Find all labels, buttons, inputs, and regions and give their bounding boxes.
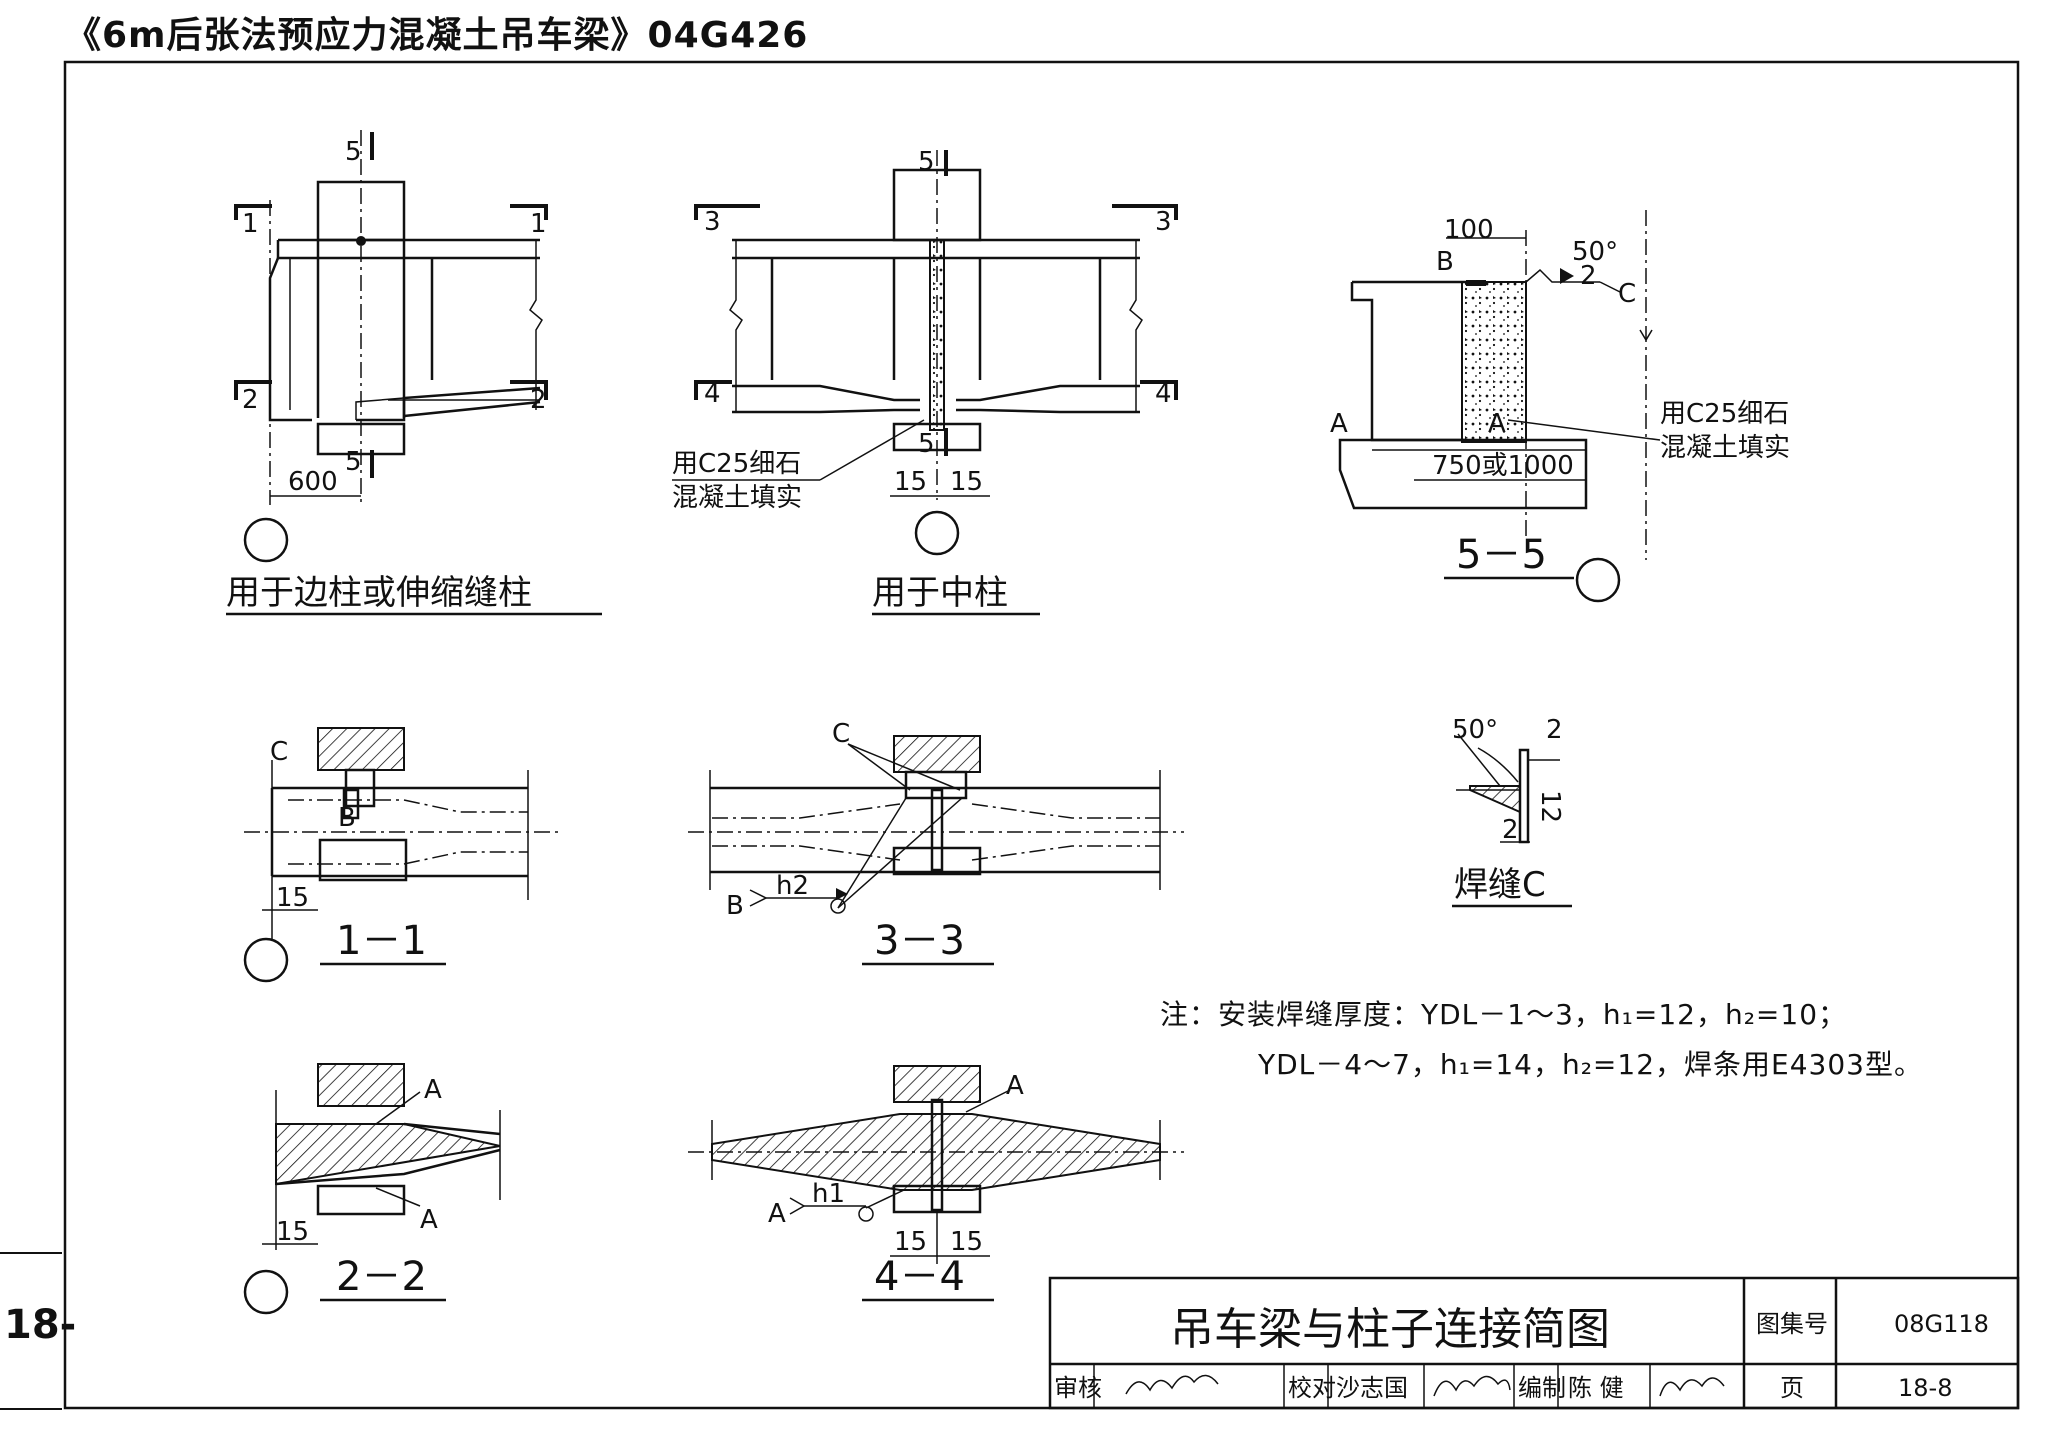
mid-cut4-left: 4 bbox=[704, 379, 721, 409]
mid-cut5-top: 5 bbox=[918, 147, 935, 177]
check-name: 沙志国 bbox=[1336, 1374, 1408, 1402]
mid-fill-note-1: 用C25细石 bbox=[672, 449, 801, 479]
title-block-title: 吊车梁与柱子连接简图 bbox=[1170, 1304, 1610, 1355]
s44-title: 4－4 bbox=[874, 1254, 965, 1300]
edge-caption: 用于边柱或伸缩缝柱 bbox=[226, 573, 532, 613]
detail-section-4-4: A A h1 15 15 4－4 bbox=[688, 1065, 1184, 1302]
detail-section-3-3: C B h2 3－3 bbox=[688, 719, 1184, 966]
edge-cut1-right: 1 bbox=[530, 209, 547, 239]
s22-dim: 15 bbox=[276, 1217, 309, 1247]
s55-angle: 50° bbox=[1572, 237, 1618, 267]
s55-fill-note-1: 用C25细石 bbox=[1660, 399, 1789, 429]
mid-caption: 用于中柱 bbox=[872, 573, 1008, 613]
design-name: 陈 健 bbox=[1568, 1374, 1624, 1402]
s55-title: 5－5 bbox=[1456, 532, 1547, 578]
s44-weld: h1 bbox=[812, 1179, 845, 1209]
s44-dim-left: 15 bbox=[894, 1227, 927, 1257]
mid-dim-right: 15 bbox=[950, 467, 983, 497]
s22-title: 2－2 bbox=[336, 1254, 427, 1300]
drawing-header: 《6m后张法预应力混凝土吊车梁》04G426 bbox=[65, 15, 809, 56]
page-side-rule bbox=[0, 1252, 62, 1254]
edge-cut5-bottom: 5 bbox=[345, 447, 362, 477]
note-line-1: 注：安装焊缝厚度：YDL－1～3，h₁=12，h₂=10； bbox=[1160, 998, 1847, 1031]
edge-axis-bubble bbox=[243, 517, 289, 563]
edge-cut2-right: 2 bbox=[530, 385, 547, 415]
s11-dim: 15 bbox=[276, 883, 309, 913]
mid-cut3-right: 3 bbox=[1155, 207, 1172, 237]
title-block: 吊车梁与柱子连接简图 图集号 08G118 页 18-8 审核 校对 沙志国 编… bbox=[1048, 1276, 2020, 1410]
mid-cut4-right: 4 bbox=[1155, 379, 1172, 409]
mid-fill-note-2: 混凝土填实 bbox=[672, 483, 802, 513]
weldc-angle: 50° bbox=[1452, 715, 1498, 745]
s55-label-c: C bbox=[1618, 279, 1636, 309]
checker-signature bbox=[1433, 1375, 1511, 1397]
detail-section-5-5: 100 50° 2 B C A A 750或1000 用C25细石 混凝土填实 … bbox=[1330, 210, 1790, 603]
weldc-dim-2: 12 bbox=[1535, 790, 1565, 823]
detail-section-1-1: C B 15 1－1 bbox=[243, 727, 560, 983]
s33-label-c: C bbox=[832, 719, 850, 749]
s55-dim-bottom: 750或1000 bbox=[1432, 451, 1574, 481]
s55-label-b: B bbox=[1436, 247, 1454, 277]
atlas-value: 08G118 bbox=[1894, 1310, 1989, 1338]
mid-cut5-bottom: 5 bbox=[918, 429, 935, 459]
s55-weld-size: 2 bbox=[1580, 261, 1597, 291]
designer-signature bbox=[1659, 1377, 1725, 1397]
note-line-2: YDL－4～7，h₁=14，h₂=12，焊条用E4303型。 bbox=[1257, 1048, 1923, 1081]
s44-dim-right: 15 bbox=[950, 1227, 983, 1257]
mid-cut3-left: 3 bbox=[704, 207, 721, 237]
s55-fill-note-2: 混凝土填实 bbox=[1660, 433, 1790, 463]
check-label: 校对 bbox=[1288, 1374, 1336, 1402]
s11-axis-bubble bbox=[243, 937, 289, 983]
s55-dim-100: 100 bbox=[1444, 215, 1494, 245]
atlas-label: 图集号 bbox=[1756, 1310, 1828, 1338]
s44-label-a: A bbox=[1006, 1071, 1024, 1101]
design-label: 编制 bbox=[1518, 1374, 1566, 1402]
s55-axis-bubble bbox=[1575, 557, 1621, 603]
weldc-dim-1: 2 bbox=[1546, 715, 1563, 745]
s22-label-a-bottom: A bbox=[420, 1205, 438, 1235]
s33-label-b: B bbox=[726, 891, 744, 921]
s55-label-a-left: A bbox=[1330, 409, 1348, 439]
detail-middle-column: 3 3 4 4 5 5 用C25细石 混凝土填实 15 15 用于中柱 bbox=[672, 147, 1178, 616]
weldc-title: 焊缝C bbox=[1454, 865, 1546, 905]
s22-axis-bubble bbox=[243, 1269, 289, 1315]
s11-label-b: B bbox=[338, 803, 356, 833]
edge-cut2-left: 2 bbox=[242, 385, 259, 415]
detail-edge-column: 1 1 2 2 5 5 600 用于边柱或伸缩缝柱 bbox=[226, 130, 602, 616]
reviewer-signature bbox=[1125, 1374, 1219, 1395]
s33-weld: h2 bbox=[776, 871, 809, 901]
page-side-rule-bottom bbox=[0, 1408, 62, 1410]
s11-title: 1－1 bbox=[336, 918, 427, 964]
edge-dim-600: 600 bbox=[288, 467, 338, 497]
sheet-frame bbox=[63, 60, 2020, 1410]
s33-title: 3－3 bbox=[874, 918, 965, 964]
page-value: 18-8 bbox=[1898, 1374, 1952, 1402]
edge-cut1-left: 1 bbox=[242, 209, 259, 239]
s55-label-a-right: A bbox=[1488, 409, 1506, 439]
mid-axis-bubble bbox=[914, 510, 960, 556]
page-label: 页 bbox=[1780, 1374, 1804, 1402]
mid-dim-left: 15 bbox=[894, 467, 927, 497]
detail-weld-c: 50° 2 12 2 焊缝C bbox=[1452, 715, 1572, 908]
s11-label-c: C bbox=[270, 737, 288, 767]
s22-label-a-top: A bbox=[424, 1075, 442, 1105]
detail-section-2-2: A A 15 2－2 bbox=[243, 1063, 501, 1315]
s44-label-a-weld: A bbox=[768, 1199, 786, 1229]
review-label: 审核 bbox=[1054, 1374, 1102, 1402]
edge-cut5-top: 5 bbox=[345, 137, 362, 167]
weldc-dim-3: 2 bbox=[1502, 815, 1519, 845]
